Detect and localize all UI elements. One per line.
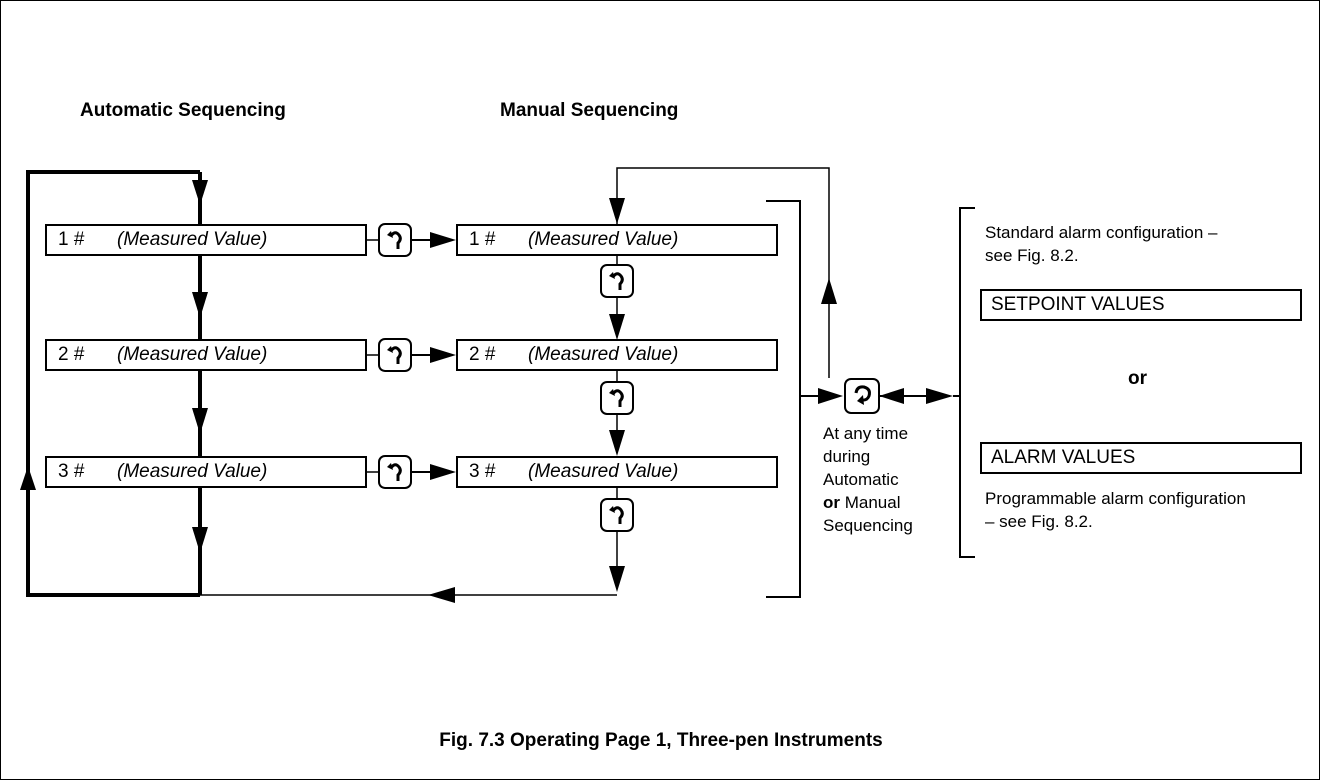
display-value: (Measured Value) — [528, 344, 679, 365]
setpoint-values-label: SETPOINT VALUES — [991, 294, 1165, 315]
advance-key-icon — [387, 231, 402, 249]
note-or-bold: or — [823, 493, 840, 512]
manual-display-2: 2 # (Measured Value) — [456, 339, 778, 371]
manual-display-1: 1 # (Measured Value) — [456, 224, 778, 256]
alarm-values-label: ALARM VALUES — [991, 447, 1136, 468]
auto-arrow-2 — [192, 292, 208, 318]
manual-bracket — [766, 200, 801, 598]
alarm-values-box: ALARM VALUES — [980, 442, 1302, 474]
display-value: (Measured Value) — [528, 461, 679, 482]
standard-alarm-line-1: Standard alarm configuration – — [985, 223, 1218, 242]
standard-alarm-line-2: see Fig. 8.2. — [985, 246, 1079, 265]
advance-key-icon — [609, 272, 624, 290]
display-number: 1 # — [469, 229, 496, 250]
display-number: 3 # — [469, 461, 496, 482]
menu-key-icon — [854, 385, 871, 405]
auto-display-3: 3 # (Measured Value) — [45, 456, 367, 488]
manual-sequencing-heading: Manual Sequencing — [500, 100, 679, 121]
auto-display-2: 2 # (Measured Value) — [45, 339, 367, 371]
advance-key-1[interactable] — [378, 223, 412, 257]
manual-advance-key-3[interactable] — [600, 498, 634, 532]
advance-key-icon — [609, 506, 624, 524]
programmable-alarm-line-1: Programmable alarm configuration — [985, 489, 1246, 508]
note-line-5: Sequencing — [823, 516, 913, 535]
auto-display-1: 1 # (Measured Value) — [45, 224, 367, 256]
note-line-3: Automatic — [823, 470, 899, 489]
manual-top-down-arrow — [609, 198, 625, 224]
display-value: (Measured Value) — [528, 229, 679, 250]
manual-display-3: 3 # (Measured Value) — [456, 456, 778, 488]
manual-advance-key-2[interactable] — [600, 381, 634, 415]
advance-key-3[interactable] — [378, 455, 412, 489]
display-number: 2 # — [58, 344, 85, 365]
advance-key-icon — [387, 463, 402, 481]
auto-arrow-4 — [192, 527, 208, 553]
manual-loop-up-arrow — [821, 278, 837, 304]
note-line-2: during — [823, 447, 871, 466]
display-value: (Measured Value) — [117, 344, 268, 365]
figure-caption: Fig. 7.3 Operating Page 1, Three-pen Ins… — [439, 730, 883, 751]
note-line-4: or Manual — [823, 492, 900, 514]
bottom-return-arrow — [428, 587, 455, 603]
advance-key-icon — [609, 389, 624, 407]
auto-loop-outline — [26, 170, 200, 597]
display-value: (Measured Value) — [117, 229, 268, 250]
display-number: 3 # — [58, 461, 85, 482]
programmable-alarm-line-2: – see Fig. 8.2. — [985, 512, 1093, 531]
alarm-bracket — [959, 207, 975, 558]
auto-loop-up-arrow — [20, 466, 36, 490]
setpoint-values-box: SETPOINT VALUES — [980, 289, 1302, 321]
display-number: 2 # — [469, 344, 496, 365]
advance-key-icon — [387, 346, 402, 364]
manual-advance-key-1[interactable] — [600, 264, 634, 298]
menu-key[interactable] — [844, 378, 880, 414]
note-line-1: At any time — [823, 424, 909, 443]
note-manual: Manual — [840, 493, 901, 512]
advance-key-2[interactable] — [378, 338, 412, 372]
display-value: (Measured Value) — [117, 461, 268, 482]
automatic-sequencing-heading: Automatic Sequencing — [80, 100, 286, 121]
display-number: 1 # — [58, 229, 85, 250]
auto-arrow-3 — [192, 408, 208, 434]
auto-arrow-1 — [192, 180, 208, 205]
or-label: or — [1128, 368, 1147, 389]
